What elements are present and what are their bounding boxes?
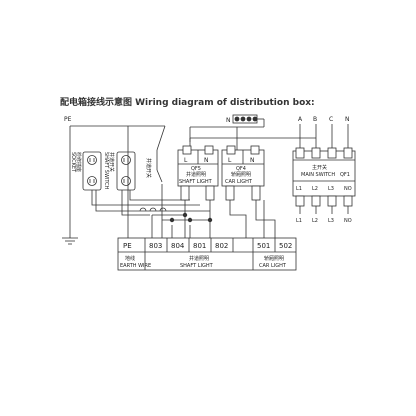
n-terminal-block: N xyxy=(226,114,258,124)
car-cn: 轿厢照明 xyxy=(264,255,284,262)
svg-text:N: N xyxy=(250,157,255,164)
svg-text:MAIN SWITCH: MAIN SWITCH xyxy=(301,172,335,178)
svg-text:NO: NO xyxy=(344,186,352,192)
breaker-qf4: L N QF4 轿厢照明 CAR LIGHT xyxy=(221,145,265,201)
svg-text:SHAFT LIGHT: SHAFT LIGHT xyxy=(179,179,213,185)
svg-text:N: N xyxy=(204,157,209,164)
svg-text:L1: L1 xyxy=(296,186,302,192)
cell-803: 803 xyxy=(149,242,162,250)
svg-text:N: N xyxy=(226,117,231,124)
output-l2: L2 xyxy=(312,218,318,224)
phase-n-label: N xyxy=(345,116,350,123)
shaft-switch-outlet-icon xyxy=(116,151,136,191)
cell-801: 801 xyxy=(193,242,206,250)
svg-text:QF4: QF4 xyxy=(236,166,246,172)
svg-text:QF5: QF5 xyxy=(191,166,201,172)
shaft-switch-cn-label: 井道开关 xyxy=(108,152,115,172)
cell-pe: PE xyxy=(123,242,132,250)
cell-502: 502 xyxy=(279,242,292,250)
svg-text:轿厢照明: 轿厢照明 xyxy=(231,171,251,178)
breaker-qf5: L N QF5 井道照明 SHAFT LIGHT xyxy=(177,145,219,201)
svg-text:L: L xyxy=(228,157,232,164)
socket-outlet-icon xyxy=(82,151,102,191)
svg-text:L: L xyxy=(184,157,188,164)
svg-text:主开关: 主开关 xyxy=(312,164,327,171)
svg-text:L3: L3 xyxy=(328,186,334,192)
socket-cn-label: 检修插座 xyxy=(75,152,82,172)
output-l3: L3 xyxy=(328,218,334,224)
phase-c-label: C xyxy=(329,116,333,123)
ground-symbol-icon xyxy=(62,237,78,245)
cell-802: 802 xyxy=(215,242,228,250)
car-en: CAR LIGHT xyxy=(259,263,287,269)
switch-cn-label: 井道开关 xyxy=(145,158,152,178)
cell-804: 804 xyxy=(171,242,185,250)
cell-501: 501 xyxy=(257,242,270,250)
shaft-switch-en-label: SHAFT SWITCH xyxy=(103,152,109,190)
svg-text:井道照明: 井道照明 xyxy=(186,171,206,178)
pe-label: PE xyxy=(64,116,72,123)
shaft-en: SHAFT LIGHT xyxy=(180,263,214,269)
switch-symbol-icon xyxy=(156,150,163,205)
terminal-strip: PE 803 804 801 802 501 502 地线 EARTH WIRE… xyxy=(117,237,297,271)
phase-b-label: B xyxy=(313,116,317,123)
main-switch-qf1: 主开关 MAIN SWITCH QF1 L1 L2 L3 NO xyxy=(292,147,356,207)
output-l1: L1 xyxy=(296,218,302,224)
svg-text:QF1: QF1 xyxy=(340,172,350,178)
output-no: NO xyxy=(344,218,352,224)
earth-cn: 地线 xyxy=(125,255,135,262)
earth-en: EARTH WIRE xyxy=(120,263,151,269)
socket-en-label: SOCKET xyxy=(70,152,76,173)
shaft-cn: 井道照明 xyxy=(189,255,209,262)
svg-text:L2: L2 xyxy=(312,186,318,192)
phase-a-label: A xyxy=(298,116,303,123)
svg-text:CAR LIGHT: CAR LIGHT xyxy=(225,179,253,185)
diagram-title: 配电箱接线示意图 Wiring diagram of distribution … xyxy=(60,98,315,108)
